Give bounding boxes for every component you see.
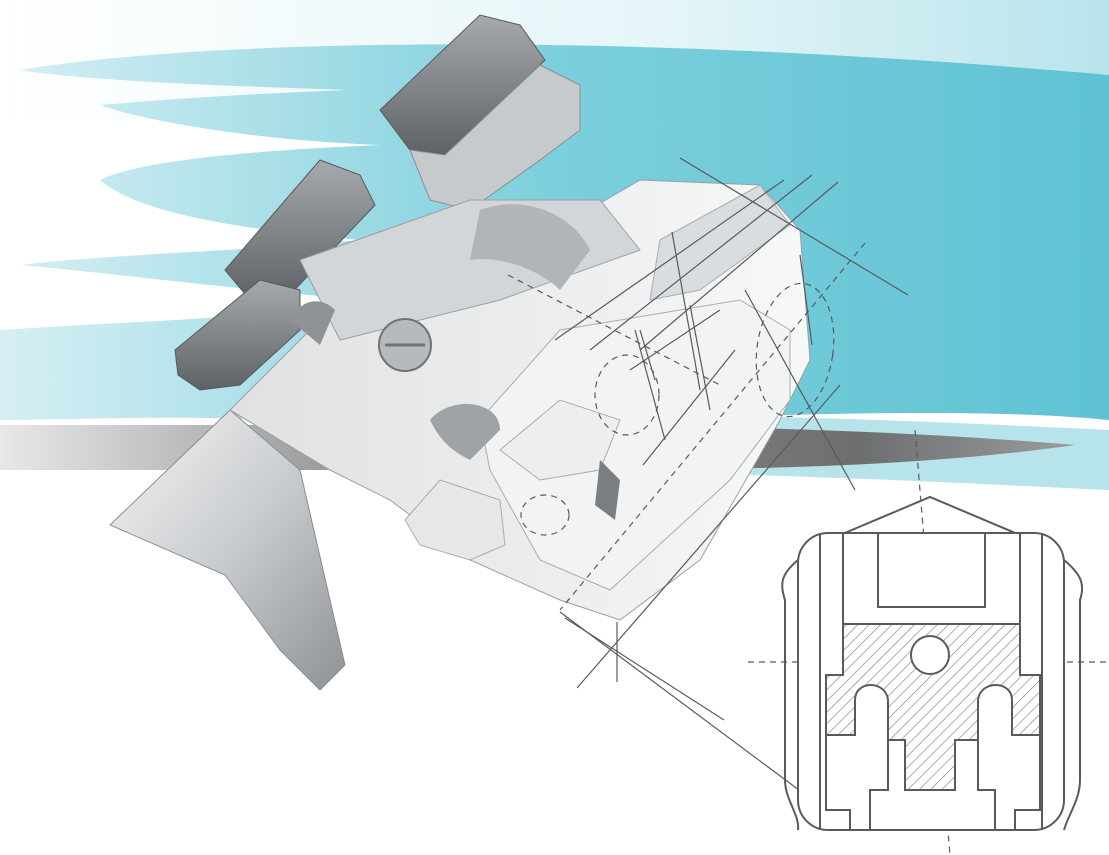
cross-section-drawing [781, 495, 1084, 831]
bracket-body [109, 14, 811, 691]
